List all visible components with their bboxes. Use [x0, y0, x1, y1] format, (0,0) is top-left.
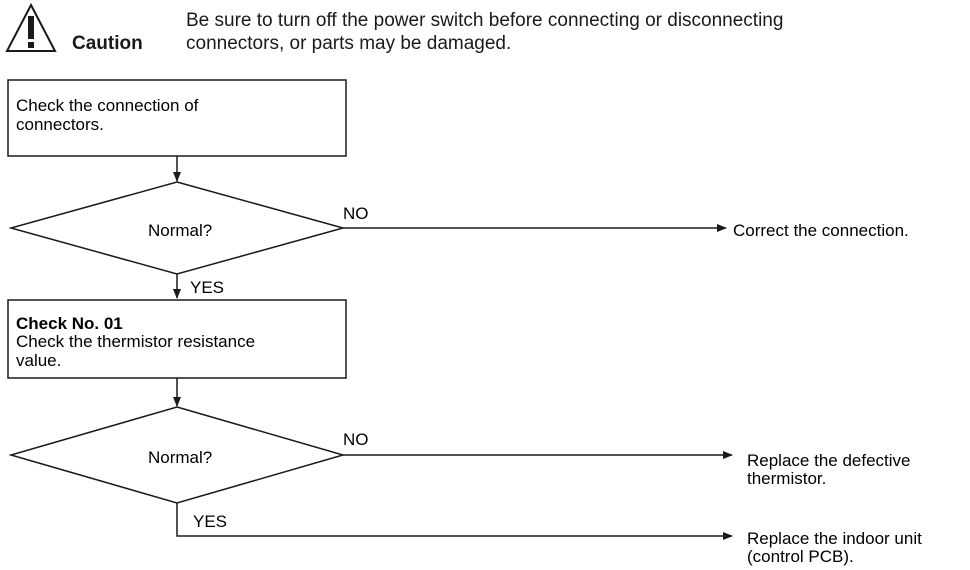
step2-line1: Check the thermistor resistance: [16, 332, 255, 351]
decision2-yes-result-line1: Replace the indoor unit: [747, 529, 922, 548]
caution-text-line1: Be sure to turn off the power switch bef…: [186, 10, 784, 31]
caution-text-line2: connectors, or parts may be damaged.: [186, 33, 512, 54]
caution-text: Be sure to turn off the power switch bef…: [186, 9, 926, 55]
step1-box: [7, 79, 347, 157]
step1-line2: connectors.: [16, 115, 104, 134]
caution-label: Caution: [72, 33, 143, 54]
step2-line2: value.: [16, 351, 61, 370]
step1-line1: Check the connection of: [16, 96, 199, 115]
step2-box: [7, 299, 347, 379]
decision1-yes-label: YES: [190, 278, 224, 297]
decision2-no-result-line2: thermistor.: [747, 469, 826, 488]
step2-title: Check No. 01: [16, 314, 123, 333]
decision1-no-result: Correct the connection.: [733, 221, 909, 240]
decision2-yes-arrow: [176, 503, 733, 540]
decision2-yes-result-line2: (control PCB).: [747, 547, 854, 566]
decision2-yes-label: YES: [193, 512, 227, 531]
decision1-question: Normal?: [148, 221, 212, 240]
decision2-no-result-line1: Replace the defective: [747, 451, 911, 470]
warning-triangle-icon: [5, 2, 57, 52]
decision2-no-label: NO: [343, 430, 369, 449]
decision1-no-label: NO: [343, 204, 369, 223]
decision2-question: Normal?: [148, 448, 212, 467]
